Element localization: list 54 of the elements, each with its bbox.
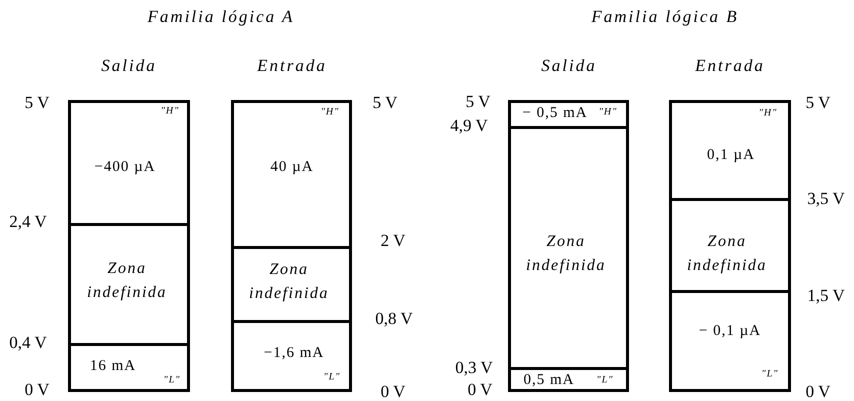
voltage-label: 5 V [806, 93, 830, 113]
logic-zone [669, 100, 791, 201]
voltage-label: 5 V [466, 92, 490, 112]
current-value: −1,6 mA [264, 344, 324, 362]
voltage-label: 2 V [380, 231, 406, 251]
logic-zone [68, 226, 190, 346]
voltage-label: 0,3 V [455, 358, 493, 378]
logic-level: "L" [596, 374, 614, 386]
column-heading: Entrada [257, 56, 327, 76]
current-value: − 0,5 mA [522, 104, 588, 122]
logic-zone [669, 293, 791, 392]
voltage-label: 0 V [24, 380, 50, 400]
logic-level: "H" [758, 108, 778, 118]
voltage-label: 2,4 V [9, 212, 47, 232]
column-heading: Salida [101, 56, 157, 76]
column-heading: Entrada [695, 56, 765, 76]
zone-label: Zona indefinida [686, 232, 768, 276]
logic-level: "H" [598, 106, 618, 118]
logic-zone [231, 323, 352, 392]
zone-label: Zona indefinida [248, 260, 330, 304]
logic-zone [508, 370, 629, 392]
voltage-label: 0 V [380, 382, 406, 401]
logic-level: "L" [164, 374, 180, 386]
voltage-label: 5 V [24, 93, 50, 113]
logic-zone [231, 249, 352, 323]
voltage-label: 4,9 V [450, 116, 488, 136]
current-value: 0,5 mA [524, 372, 574, 388]
voltage-label: 5 V [372, 93, 398, 113]
logic-zone [508, 129, 629, 370]
voltage-label: 0 V [468, 380, 492, 400]
voltage-label: 0,4 V [9, 333, 47, 353]
logic-zone [68, 346, 190, 392]
current-value: 40 µA [270, 158, 314, 176]
voltage-label: 0 V [806, 382, 830, 401]
current-value: −400 µA [94, 158, 156, 176]
logic-level: "H" [320, 106, 340, 118]
logic-level: "L" [324, 372, 340, 382]
zone-label: Zona indefinida [525, 232, 607, 276]
column-heading: Salida [541, 56, 597, 76]
logic-zone [231, 100, 352, 249]
family-heading: Familia lógica A [148, 7, 294, 27]
voltage-label: 0,8 V [375, 309, 413, 329]
logic-level: "L" [762, 368, 778, 380]
current-value: − 0,1 µA [698, 322, 762, 340]
family-heading: Familia lógica B [591, 7, 739, 27]
logic-level: "H" [160, 106, 180, 116]
zone-label: Zona indefinida [86, 259, 168, 303]
voltage-label: 1,5 V [807, 286, 845, 306]
logic-zone [508, 100, 629, 129]
current-value: 16 mA [90, 358, 136, 374]
voltage-label: 3,5 V [807, 189, 845, 209]
logic-zone [669, 201, 791, 293]
current-value: 0,1 µA [707, 146, 755, 164]
logic-zone [68, 100, 190, 226]
